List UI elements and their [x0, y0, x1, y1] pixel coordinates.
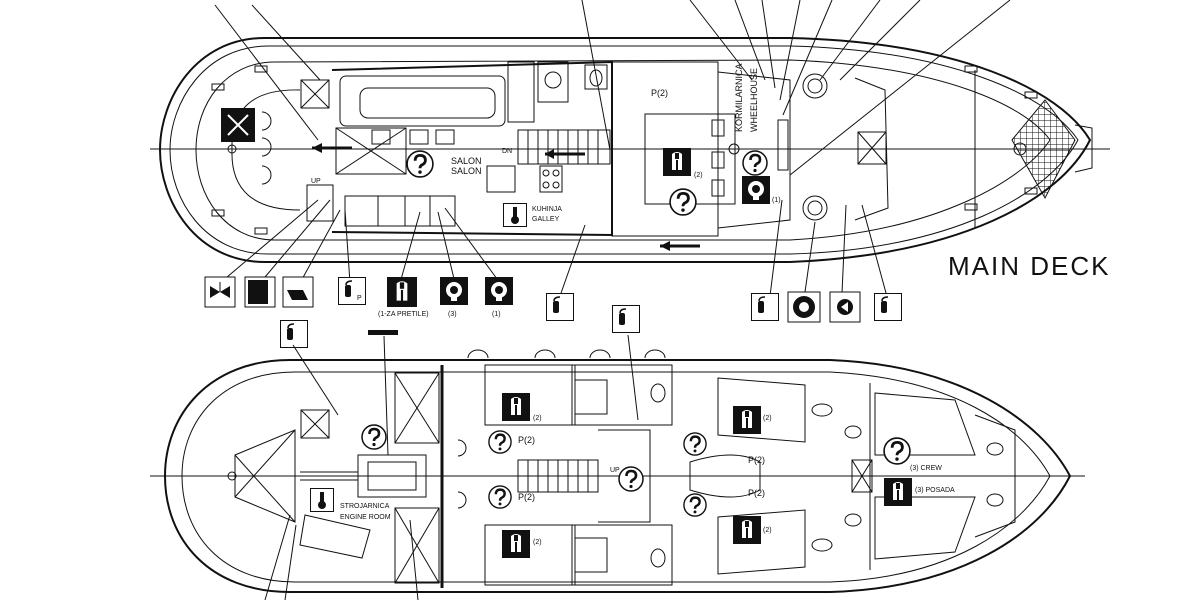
posada-label: (3) POSADA — [915, 487, 955, 494]
lower-stair-up-label: UP — [610, 467, 620, 474]
aft-stair-up: UP — [311, 178, 321, 185]
salon-label-hr: SALON — [451, 156, 482, 166]
salon-label-en: SALON — [451, 166, 482, 176]
foredeck — [802, 70, 1093, 228]
lifejacket-icon — [502, 530, 530, 558]
extinguisher-icon — [874, 293, 902, 321]
fire-alarm-symbol — [829, 291, 861, 323]
lifejacket-icon — [884, 478, 912, 506]
lifejacket-icon — [733, 516, 761, 544]
help-point-icon — [406, 150, 434, 178]
forward-cabin-lifejackets: (2) — [694, 172, 703, 179]
mid-cabin-berth-stbd: P(2) — [748, 488, 765, 498]
aft-cabin-berth-port: P(2) — [518, 435, 535, 445]
galley-area: KUHINJA GALLEY — [486, 165, 563, 227]
lifejacket-icon — [663, 148, 691, 176]
lifering-note-3: (1) — [492, 311, 501, 318]
extinguisher-icon — [751, 293, 779, 321]
lower-deck-hull — [150, 349, 1085, 593]
aft-lower-cabins: (2) (2) P(2) P(2) — [457, 364, 673, 586]
mid-lower-cabins: (2) (2) P(2) P(2) — [683, 377, 873, 575]
extinguisher-icon — [546, 293, 574, 321]
thermometer-icon — [503, 203, 527, 227]
aft-cabin-lifejackets-port: (2) — [533, 415, 542, 422]
galley-label-en: GALLEY — [532, 216, 560, 223]
rail-posts — [211, 65, 1038, 235]
battery-symbol — [282, 276, 314, 308]
help-point-icon — [883, 437, 911, 465]
wheelhouse-label-hr: KORMILARNICA — [734, 63, 744, 132]
help-point-icon — [618, 466, 644, 492]
engine-room-label-hr: STROJARNICA — [340, 503, 390, 510]
portholes-lower — [467, 349, 666, 359]
engine-room-label-en: ENGINE ROOM — [340, 514, 391, 521]
help-point-icon — [488, 430, 512, 454]
crew-label: (3) CREW — [910, 465, 942, 472]
mid-cabin-lifejackets-stbd: (2) — [763, 527, 772, 534]
deck-title: MAIN DECK — [948, 251, 1110, 281]
lifering-note-1: (1-ZA PRETILE) — [378, 311, 429, 318]
mid-cabin-berth-port: P(2) — [748, 455, 765, 465]
lifejacket-icon — [502, 393, 530, 421]
help-point-icon — [669, 188, 697, 216]
extinguisher-icon — [280, 320, 308, 348]
valve-symbol — [204, 276, 236, 308]
engine-room: STROJARNICA ENGINE ROOM — [227, 365, 444, 588]
salon-stair: DN — [312, 61, 611, 165]
wheelhouse-lifejackets: (1) — [772, 197, 781, 204]
lifejacket-icon — [733, 406, 761, 434]
help-point-icon — [361, 424, 387, 450]
help-point-icon — [488, 485, 512, 509]
leader-lines-top — [214, 0, 1011, 176]
lifering-icon — [485, 277, 513, 305]
lifering-icon — [742, 176, 770, 204]
lifering-note-2: (3) — [448, 311, 457, 318]
wheelhouse-label-en: WHEELHOUSE — [749, 68, 759, 132]
legend-row: (1-ZA PRETILE) (3) (1) P — [204, 276, 902, 348]
scale-bar — [368, 330, 398, 335]
lifering-icon — [440, 277, 468, 305]
extinguisher-icon — [612, 305, 640, 333]
help-point-icon — [683, 493, 707, 517]
galley-label-hr: KUHINJA — [532, 206, 562, 213]
mid-cabin-lifejackets-port: (2) — [763, 415, 772, 422]
lifejacket-icon — [387, 277, 417, 307]
help-point-icon — [742, 150, 768, 176]
help-point-icon — [683, 432, 707, 456]
leader-lines-main — [219, 199, 887, 297]
aft-cabin-berth-stbd: P(2) — [518, 492, 535, 502]
pump-symbol — [244, 276, 276, 308]
extinguisher-tag: P — [357, 295, 362, 302]
leader-lines-lower — [264, 334, 639, 600]
forward-cabin: P(2) (2) KORMILARNICA WHEELHOUSE (1) — [611, 61, 791, 251]
aft-cabin-lifejackets-stbd: (2) — [533, 539, 542, 546]
aft-cockpit: UP — [221, 79, 334, 222]
thermometer-icon — [310, 488, 334, 512]
forward-cabin-berth: P(2) — [651, 88, 668, 98]
stair-down-label: DN — [502, 148, 512, 155]
crew-cabin: (3) CREW (3) POSADA — [874, 392, 1016, 560]
lower-stair: UP — [517, 429, 651, 523]
fire-bell-symbol — [787, 291, 821, 323]
main-deck-hull — [150, 37, 1110, 263]
